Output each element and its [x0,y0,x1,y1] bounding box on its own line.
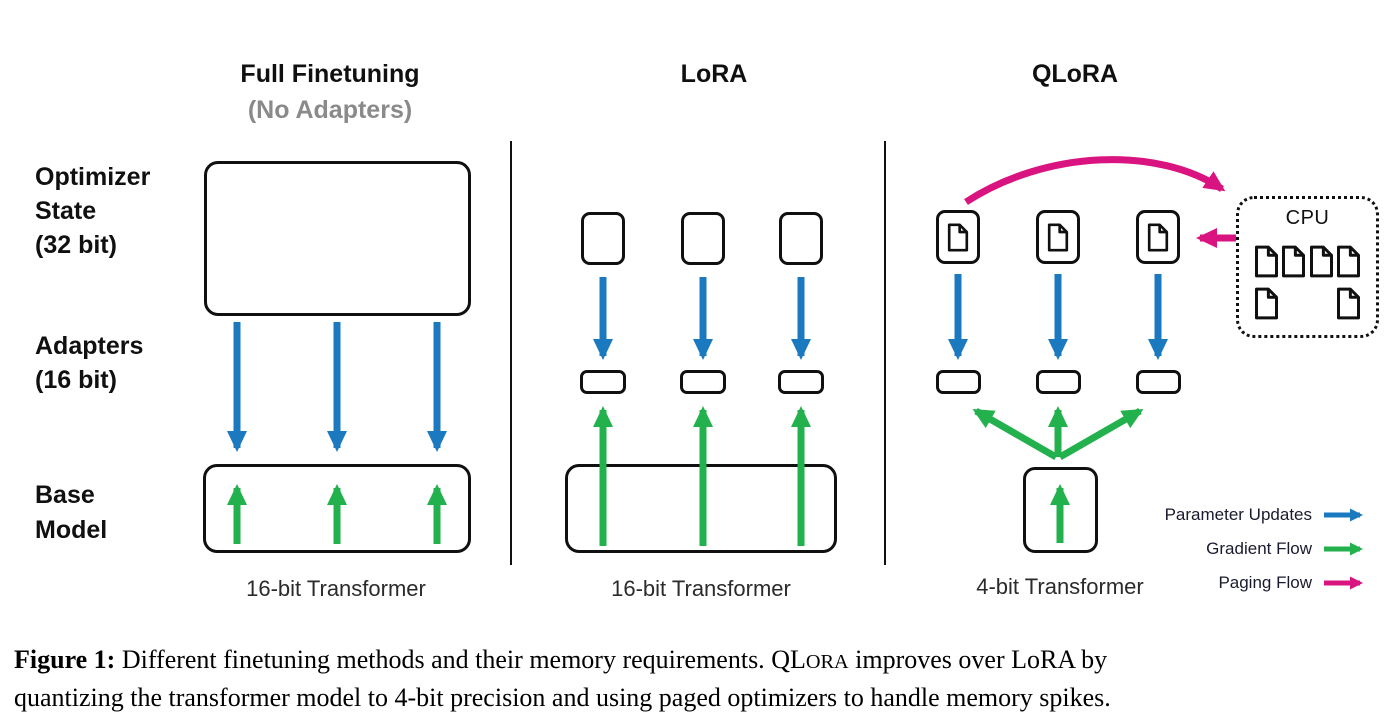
caption-text-1: Different finetuning methods and their m… [121,645,765,674]
legend-gradient-flow: Gradient Flow [1206,539,1312,558]
qlora-base-model-box [1023,467,1098,553]
qlora-adapter-box-2 [1036,370,1081,394]
document-icon [1282,245,1306,278]
lora-adapter-box-1 [580,370,626,394]
caption-qlora-small: ORA [805,651,849,673]
caption-text-2: improves over LoRA by [855,645,1108,674]
qlora-optimizer-box-1 [936,210,980,264]
document-icon [1336,245,1360,278]
cpu-paged-memory-icons [1254,245,1361,320]
column-title-qlora: QLoRA [1031,60,1119,88]
caption-qlora-big: QL [771,645,806,674]
row-label-16bit: (16 bit) [35,366,117,394]
document-icon [1255,245,1278,278]
legend-paging-flow: Paging Flow [1218,573,1312,592]
column-title-full-finetuning: Full Finetuning [240,60,420,88]
document-icon [1047,223,1069,251]
full-optimizer-state-box [204,161,471,316]
column-divider-2 [884,141,886,565]
figure-caption: Figure 1: Different finetuning methods a… [14,642,1111,715]
gradient-flow-arrow [1058,407,1144,461]
lora-optimizer-box-2 [681,212,725,265]
cpu-box: CPU [1236,196,1379,338]
caption-line-1: Figure 1: Different finetuning methods a… [14,642,1111,680]
legend-parameter-updates: Parameter Updates [1164,505,1312,524]
row-label-adapters: Adapters [35,332,144,360]
column-title-lora: LoRA [680,60,748,88]
lora-footer-label: 16-bit Transformer [611,576,791,601]
lora-base-model-box [565,464,837,553]
qlora-footer-label: 4-bit Transformer [976,574,1144,599]
row-label-model: Model [35,516,108,544]
document-icon [1147,223,1169,251]
document-icon [1337,287,1360,320]
paging-flow-arrow-to-cpu [964,156,1226,205]
qlora-optimizer-box-3 [1136,210,1180,264]
column-divider-1 [510,141,512,565]
lora-optimizer-box-1 [581,212,625,265]
gradient-flow-arrow [972,407,1058,461]
caption-qlora-smallcaps: QLORA [771,645,848,674]
column-subtitle-no-adapters: (No Adapters) [247,96,413,124]
full-base-model-box [203,464,471,553]
qlora-adapter-box-3 [1136,370,1181,394]
lora-adapter-box-3 [778,370,824,394]
lora-adapter-box-2 [680,370,726,394]
cpu-label: CPU [1285,207,1330,229]
document-icon [947,223,969,251]
full-footer-label: 16-bit Transformer [246,576,426,601]
caption-figure-label: Figure 1: [14,645,116,674]
qlora-adapter-box-1 [936,370,981,394]
document-icon [1309,245,1333,278]
qlora-optimizer-box-2 [1036,210,1080,264]
document-icon [1255,287,1278,320]
row-label-32bit: (32 bit) [35,231,117,259]
row-label-optimizer: Optimizer [35,163,151,191]
row-label-base: Base [35,481,95,509]
caption-line-2: quantizing the transformer model to 4-bi… [14,683,1111,712]
row-label-state: State [35,197,97,225]
lora-optimizer-box-3 [779,212,823,265]
